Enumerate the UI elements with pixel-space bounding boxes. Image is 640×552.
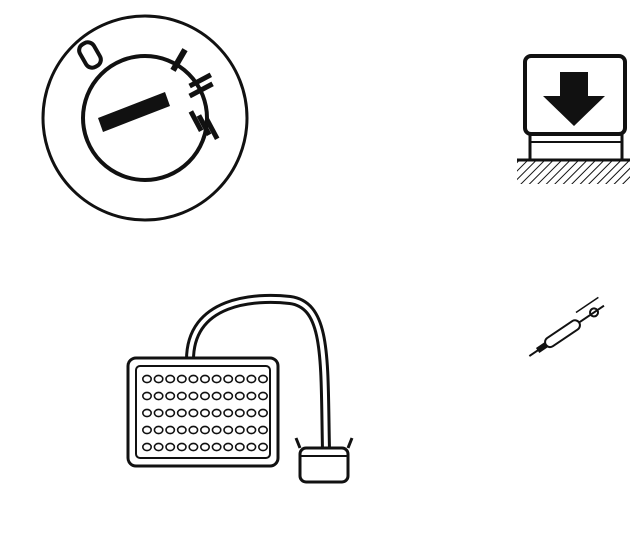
pin-hole [153, 374, 164, 384]
pin-hole [153, 408, 164, 418]
position-2-marking [188, 72, 214, 99]
pin-hole [257, 374, 268, 384]
pin-hole [200, 425, 211, 435]
pin-hole [211, 374, 222, 384]
pin-hole [223, 391, 234, 401]
connector-pin-holes [142, 374, 268, 452]
pin-hole [165, 374, 176, 384]
arrow-down-icon [543, 72, 605, 126]
pin-hole [188, 391, 199, 401]
pin-hole [234, 442, 245, 452]
pin-hole [223, 425, 234, 435]
pin-hole [176, 442, 187, 452]
pin-hole [223, 442, 234, 452]
pin-hole [165, 408, 176, 418]
pin-hole [142, 408, 153, 418]
pin-hole [188, 408, 199, 418]
pin-hole [211, 425, 222, 435]
position-3-marking [188, 110, 220, 141]
pin-hole [257, 408, 268, 418]
pin-hole [200, 408, 211, 418]
pin-hole [176, 391, 187, 401]
pin-hole [142, 442, 153, 452]
pin-hole [200, 391, 211, 401]
fuel-line-tester-icon [528, 296, 605, 357]
pin-hole [246, 374, 257, 384]
position-1-marking [170, 48, 188, 72]
plug-connector-icon [294, 437, 354, 484]
position-0-marking [77, 40, 103, 70]
pin-hole [234, 391, 245, 401]
pin-hole [246, 391, 257, 401]
pin-hole [142, 425, 153, 435]
pin-hole [211, 442, 222, 452]
pin-hole [257, 391, 268, 401]
pin-hole [257, 442, 268, 452]
push-down-button-icon [517, 54, 630, 184]
pin-hole [246, 425, 257, 435]
pin-hole [211, 391, 222, 401]
pin-hole [165, 425, 176, 435]
pin-hole [257, 425, 268, 435]
pin-hole [234, 408, 245, 418]
pin-hole [188, 442, 199, 452]
pin-hole [142, 374, 153, 384]
pin-hole [153, 425, 164, 435]
pin-hole [142, 391, 153, 401]
pin-hole [246, 442, 257, 452]
pin-hole [165, 391, 176, 401]
pin-hole [165, 442, 176, 452]
ignition-switch-icon [41, 14, 249, 222]
pin-hole [176, 408, 187, 418]
pin-hole [223, 408, 234, 418]
pin-hole [200, 374, 211, 384]
pin-hole [188, 425, 199, 435]
connector-panel-icon [126, 293, 354, 484]
pin-hole [234, 374, 245, 384]
pin-hole [153, 442, 164, 452]
pin-hole [200, 442, 211, 452]
pin-hole [188, 374, 199, 384]
pin-hole [211, 408, 222, 418]
pin-hole [234, 425, 245, 435]
pin-hole [246, 408, 257, 418]
pin-hole [176, 425, 187, 435]
pin-hole [176, 374, 187, 384]
pin-hole [153, 391, 164, 401]
pin-hole [223, 374, 234, 384]
